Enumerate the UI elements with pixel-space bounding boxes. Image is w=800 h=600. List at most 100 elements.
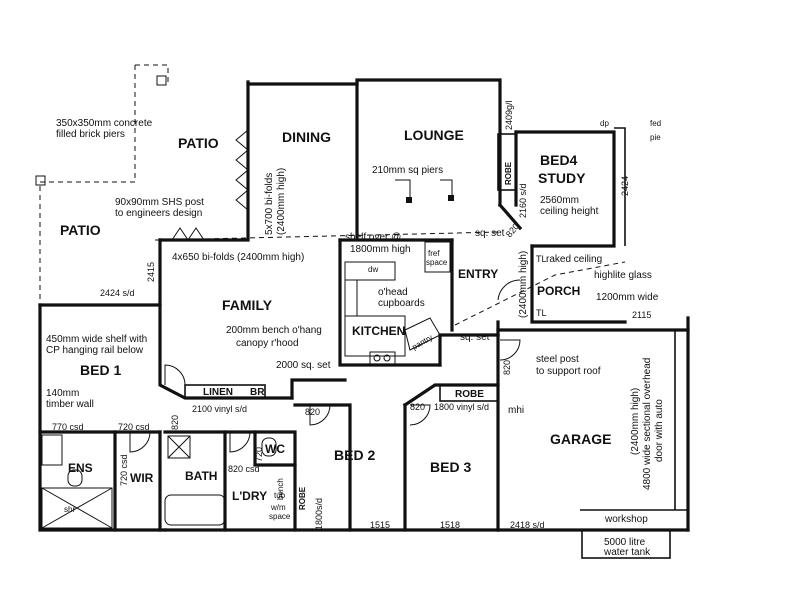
note-fridge-1: fref: [428, 249, 440, 258]
room-label-porch: PORCH: [537, 284, 580, 298]
note-shelf-height: 1800mm high: [350, 244, 411, 255]
pier-marker: [448, 195, 454, 201]
note-ohead-2: cupboards: [378, 298, 425, 309]
dim-2100-vinyl: 2100 vinyl s/d: [192, 404, 247, 414]
room-label-robe-bed2: ROBE: [298, 486, 307, 510]
room-label-patio-left: PATIO: [60, 222, 101, 238]
dim-2415: 2415: [146, 262, 156, 282]
note-post-2: to engineers design: [115, 208, 202, 219]
room-label-bed3: BED 3: [430, 459, 471, 475]
note-tank-1: 5000 litre: [604, 537, 646, 548]
room-label-garage: GARAGE: [550, 431, 611, 447]
room-label-robe-bed3: ROBE: [455, 389, 484, 400]
dim-820-bath: 820 csd: [228, 464, 260, 474]
room-label-robe-study: ROBE: [504, 161, 513, 185]
room-label-wc: WC: [265, 442, 285, 456]
room-label-linen: LINEN: [203, 387, 233, 398]
room-label-kitchen: KITCHEN: [352, 324, 405, 338]
note-workshop: workshop: [604, 514, 648, 525]
dim-2418-sd: 2418 s/d: [510, 520, 545, 530]
dim-1800s: 1800s/d: [314, 498, 324, 530]
dim-720-wc: 720: [254, 447, 264, 462]
room-label-bed2: BED 2: [334, 447, 375, 463]
bifold-door-dining: [235, 129, 249, 211]
kitchen-fittings: [344, 241, 451, 365]
water-tank: [581, 529, 671, 559]
note-garage-door-1: (2400mm high): [630, 388, 641, 455]
note-shelf-over: shelf over @: [345, 232, 401, 243]
dim-720-wir: 720 csd: [119, 454, 129, 486]
note-shelf-bed1-2: CP hanging rail below: [46, 345, 144, 356]
study-robe: [497, 133, 517, 191]
note-ohead-1: o'head: [378, 287, 408, 298]
dim-2424-side: 2424: [620, 176, 630, 196]
room-label-br: BR: [250, 387, 265, 398]
note-pie: pie: [650, 133, 661, 142]
note-study-ceiling-1: 2560mm: [540, 195, 579, 206]
bifold-door-family: [171, 227, 205, 241]
dim-820-entry: 820: [502, 360, 512, 375]
room-label-entry: ENTRY: [458, 267, 498, 281]
note-porch-wide: 1200mm wide: [596, 292, 659, 303]
note-timber-wall-1: 140mm: [46, 388, 79, 399]
note-bifolds-family: 4x650 bi-folds (2400mm high): [172, 252, 304, 263]
dim-tl-1: TL: [536, 254, 547, 264]
dim-2160: 2160 s/d: [518, 183, 528, 218]
note-bifolds-dining-2: (2400mm high): [276, 168, 287, 235]
room-label-patio-top: PATIO: [178, 135, 219, 151]
note-garage-door-2: 4800 wide sectional overhead: [642, 358, 653, 490]
dim-2409: 2409g/l: [504, 100, 514, 130]
room-label-bed4: BED4: [540, 152, 578, 168]
linen-cupboard: [184, 384, 266, 399]
note-wm-space-2: space: [269, 512, 291, 521]
note-sq-piers: 210mm sq piers: [372, 165, 443, 176]
dim-820-bed3: 820: [410, 402, 425, 412]
note-sq-set-top: sq. set: [475, 228, 505, 239]
dim-820-family: 820: [170, 415, 180, 430]
dim-770-csd: 770 csd: [52, 422, 84, 432]
note-steel-post-2: to support roof: [536, 366, 601, 377]
room-label-wir: WIR: [130, 471, 154, 485]
bed3-robe: [439, 384, 499, 402]
note-wm-space-1: w/m: [270, 503, 286, 512]
pier-marker: [156, 75, 167, 86]
note-fed: fed: [650, 119, 661, 128]
note-shr: shr: [64, 505, 75, 514]
note-garage-door-3: door with auto: [654, 399, 665, 462]
room-label-bed1: BED 1: [80, 362, 121, 378]
pier-marker: [406, 197, 412, 203]
dim-2424-sd: 2424 s/d: [100, 288, 135, 298]
note-fridge-2: space: [426, 258, 448, 267]
room-label-lounge: LOUNGE: [404, 127, 464, 143]
note-bifolds-dining-1: 5x700 bi-folds: [264, 173, 275, 235]
room-label-bath: BATH: [185, 469, 217, 483]
note-steel-post-1: steel post: [536, 354, 579, 365]
dim-1800-vinyl: 1800 vinyl s/d: [434, 402, 489, 412]
room-label-ldry: L'DRY: [232, 489, 267, 503]
dim-820-bed2: 820: [305, 407, 320, 417]
note-post-1: 90x90mm SHS post: [115, 197, 204, 208]
room-label-family: FAMILY: [222, 297, 273, 313]
note-tub: tub: [274, 491, 286, 500]
room-label-ens: ENS: [68, 461, 93, 475]
room-label-study: STUDY: [538, 170, 586, 186]
note-tank-2: water tank: [603, 547, 651, 558]
note-bench-ohang: 200mm bench o'hang: [226, 325, 322, 336]
note-piers-1: 350x350mm concrete: [56, 118, 153, 129]
dim-720-csd: 720 csd: [118, 422, 150, 432]
door-swings: [129, 279, 521, 453]
pier-marker: [35, 175, 46, 186]
note-study-ceiling-2: ceiling height: [540, 206, 599, 217]
note-piers-2: filled brick piers: [56, 129, 125, 140]
note-highlite-glass: highlite glass: [594, 270, 652, 281]
dim-2115: 2115: [632, 310, 651, 320]
note-sq-set-family: 2000 sq. set: [276, 360, 331, 371]
note-timber-wall-2: timber wall: [46, 399, 94, 410]
note-raked-ceiling: raked ceiling: [546, 254, 602, 265]
dim-tl-2: TL: [536, 308, 547, 318]
note-shelf-bed1-1: 450mm wide shelf with: [46, 334, 147, 345]
note-dp: dp: [600, 119, 609, 128]
dim-1515: 1515: [370, 520, 390, 530]
note-pantry: pantry: [411, 333, 435, 352]
